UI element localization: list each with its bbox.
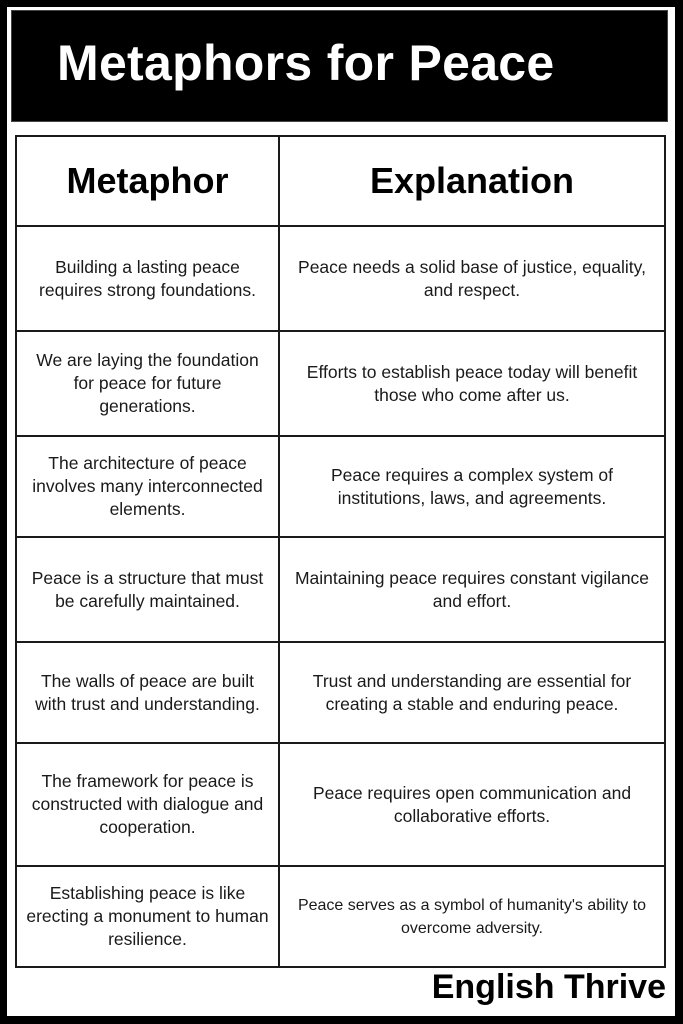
table-row: Peace is a structure that must be carefu… (15, 536, 666, 643)
explanation-cell: Peace requires a complex system of insti… (278, 435, 666, 538)
metaphor-cell: The walls of peace are built with trust … (15, 641, 280, 744)
table-row: Building a lasting peace requires strong… (15, 225, 666, 332)
table-row: The framework for peace is constructed w… (15, 742, 666, 867)
column-header-explanation: Explanation (278, 135, 666, 227)
column-header-metaphor: Metaphor (15, 135, 280, 227)
metaphor-cell: Establishing peace is like erecting a mo… (15, 865, 280, 968)
metaphor-table: Metaphor Explanation Building a lasting … (15, 135, 666, 968)
brand-footer: English Thrive (431, 968, 666, 1006)
explanation-cell: Peace serves as a symbol of humanity's a… (278, 865, 666, 968)
title-banner: Metaphors for Peace (11, 10, 668, 122)
explanation-cell: Peace requires open communication and co… (278, 742, 666, 867)
metaphor-cell: Building a lasting peace requires strong… (15, 225, 280, 332)
metaphor-cell: Peace is a structure that must be carefu… (15, 536, 280, 643)
table-row: The architecture of peace involves many … (15, 435, 666, 538)
table-header-row: Metaphor Explanation (15, 135, 666, 227)
explanation-cell: Peace needs a solid base of justice, equ… (278, 225, 666, 332)
explanation-cell: Efforts to establish peace today will be… (278, 330, 666, 437)
metaphor-cell: The architecture of peace involves many … (15, 435, 280, 538)
page-title: Metaphors for Peace (57, 35, 555, 91)
explanation-cell: Trust and understanding are essential fo… (278, 641, 666, 744)
table-row: The walls of peace are built with trust … (15, 641, 666, 744)
page-frame: Metaphors for Peace Metaphor Explanation… (7, 7, 675, 1016)
table-row: We are laying the foundation for peace f… (15, 330, 666, 437)
explanation-cell: Maintaining peace requires constant vigi… (278, 536, 666, 643)
metaphor-cell: The framework for peace is constructed w… (15, 742, 280, 867)
metaphor-cell: We are laying the foundation for peace f… (15, 330, 280, 437)
table-row: Establishing peace is like erecting a mo… (15, 865, 666, 968)
